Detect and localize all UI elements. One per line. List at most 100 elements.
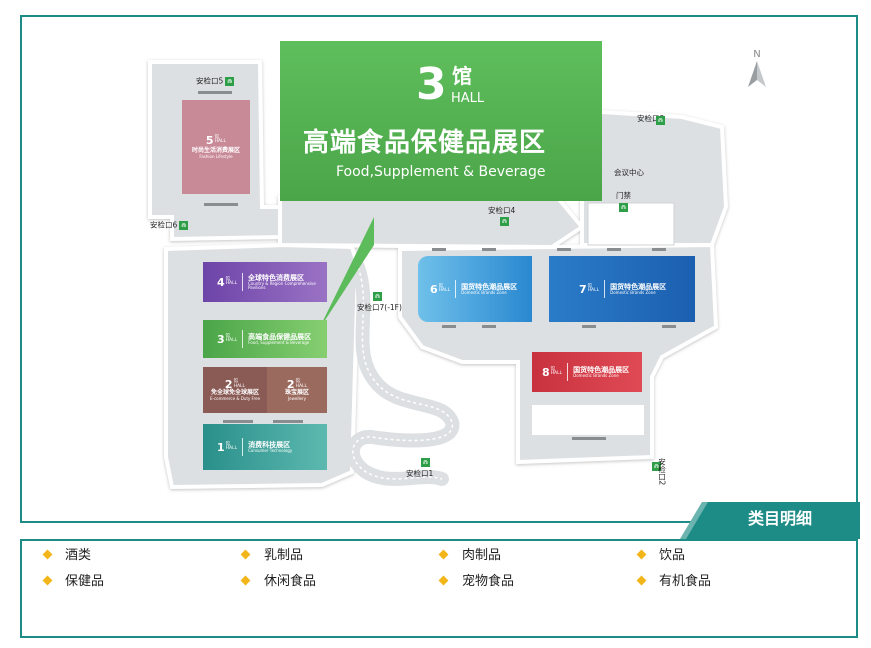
hall-3-name: 高端食品保健品展区 bbox=[248, 332, 312, 341]
hall-8-divider bbox=[567, 363, 569, 381]
hall-1-en: Consumer Technology bbox=[248, 448, 293, 454]
gate-4-text: 安检口4 bbox=[488, 206, 516, 215]
hall-8-hall: HALL bbox=[550, 371, 563, 376]
hall-6-divider bbox=[455, 280, 457, 298]
hall-2b-en: Jewellery bbox=[287, 395, 307, 401]
hall-3-guan: 馆 bbox=[225, 333, 231, 339]
category-item: 肉制品 bbox=[462, 548, 502, 563]
callout-hall-en: HALL bbox=[451, 91, 485, 106]
gate-6-text: 安检口6 bbox=[150, 220, 178, 230]
hall-5-en: Fashion Lifestyle bbox=[199, 154, 233, 160]
hall-8-en: Domestic Brands Zone bbox=[573, 373, 619, 379]
hall-4-en: Country & Region Comprehensive Pavilions bbox=[248, 281, 316, 291]
category-item: 保健品 bbox=[65, 574, 105, 589]
hall-3-number: 3 bbox=[217, 332, 225, 346]
hall-4-divider bbox=[242, 273, 244, 291]
hall-7-guan: 馆 bbox=[587, 283, 593, 289]
category-item: 酒类 bbox=[65, 548, 92, 563]
hall-1-name: 消费科技展区 bbox=[248, 440, 291, 449]
door-label: 门禁 bbox=[616, 191, 631, 200]
hall-1-guan: 馆 bbox=[225, 441, 231, 447]
meeting-center-label[interactable]: 会议中心 bbox=[614, 168, 644, 177]
gate-2-icon: ⋒ bbox=[652, 462, 661, 471]
hall-3-callout-bubble bbox=[280, 41, 602, 201]
hall-5[interactable]: 5 馆 HALL 时尚生活消费展区 Fashion Lifestyle bbox=[182, 100, 250, 194]
category-legend bbox=[20, 539, 858, 638]
gate-7-label[interactable]: 安检口7(-1F) bbox=[357, 303, 402, 312]
callout-hall-number: 3 bbox=[416, 59, 447, 110]
gate-icon: ⋒ bbox=[225, 77, 235, 86]
category-item: 乳制品 bbox=[264, 548, 304, 563]
gate-icon: ⋒ bbox=[179, 221, 189, 230]
gate-6-label[interactable]: 安检口6⋒ bbox=[150, 220, 189, 230]
hall-5-number: 5 bbox=[205, 133, 214, 147]
hall-6-guan: 馆 bbox=[438, 283, 444, 289]
hall-4-number: 4 bbox=[217, 275, 225, 289]
hall-2a-guan: 馆 bbox=[233, 379, 239, 385]
hall-7-hall: HALL bbox=[587, 288, 600, 293]
hall-8-name: 国货特色潮品展区 bbox=[573, 365, 630, 374]
hall-6-hall: HALL bbox=[438, 288, 451, 293]
hall-6-name: 国货特色潮品展区 bbox=[461, 282, 518, 291]
hall-2b-number: 2 bbox=[286, 378, 295, 392]
gate-1-icon: ⋒ bbox=[421, 458, 430, 467]
compass-label: N bbox=[753, 49, 760, 60]
gate-5-label[interactable]: 安检口5⋒ bbox=[196, 76, 235, 86]
door-icon: ⋒ bbox=[619, 203, 628, 212]
hall-7-name: 国货特色潮品展区 bbox=[610, 282, 667, 291]
callout-subtitle: Food,Supplement & Beverage bbox=[336, 164, 546, 180]
hall-6-en: Domestic Brands Zone bbox=[461, 290, 507, 296]
hall-2b-name: 珠宝展区 bbox=[284, 389, 309, 397]
hall-4-hall: HALL bbox=[225, 281, 238, 286]
hall-2b-guan: 馆 bbox=[295, 379, 301, 385]
category-item: 饮品 bbox=[659, 548, 686, 563]
gate-4-label[interactable]: 安检口4 bbox=[488, 207, 515, 215]
hall-2a-en: E-commerce & Duty Free bbox=[209, 395, 261, 401]
hall-1-divider bbox=[242, 438, 244, 456]
gate-5-text: 安检口5 bbox=[196, 76, 224, 86]
gate-3-label[interactable]: 安检口3 bbox=[637, 115, 664, 123]
hall-7-en: Domestic Brands Zone bbox=[610, 290, 656, 296]
compass-north-icon: N bbox=[748, 49, 766, 87]
hall-2a-name: 免全球免全球展区 bbox=[210, 389, 259, 397]
hall-5-hall: HALL bbox=[214, 139, 227, 145]
gate-1-label[interactable]: 安检口1 bbox=[406, 469, 434, 478]
hall-5-name: 时尚生活消费展区 bbox=[191, 146, 240, 154]
legend-title: 类目明细 bbox=[748, 509, 813, 528]
gate-3-icon: ⋒ bbox=[656, 116, 665, 125]
hall-4-guan: 馆 bbox=[225, 276, 231, 282]
hall-3-en: Food, Supplement & Beverage bbox=[248, 340, 310, 346]
callout-hall-guan: 馆 bbox=[452, 64, 472, 88]
gate-2-label[interactable]: 安检口2 bbox=[657, 458, 667, 486]
callout-title: 高端食品保健品展区 bbox=[303, 128, 547, 158]
hall-1-hall: HALL bbox=[225, 446, 238, 451]
hall-3-divider bbox=[242, 330, 244, 348]
category-item: 休闲食品 bbox=[264, 574, 317, 589]
hall-5-guan: 馆 bbox=[214, 134, 220, 140]
legend-tab bbox=[680, 502, 860, 539]
category-item: 宠物食品 bbox=[462, 574, 515, 589]
hall-8-number: 8 bbox=[542, 365, 550, 379]
category-item: 有机食品 bbox=[659, 574, 712, 589]
hall-1-number: 1 bbox=[217, 440, 225, 454]
hall-2a-number: 2 bbox=[224, 378, 233, 392]
hall-3-hall: HALL bbox=[225, 338, 238, 343]
hall-7-divider bbox=[604, 280, 606, 298]
hall-6-number: 6 bbox=[430, 282, 438, 296]
hall-2a-hall: HALL bbox=[233, 383, 246, 389]
hall-8-guan: 馆 bbox=[550, 366, 556, 372]
hall-4-name: 全球特色消费展区 bbox=[248, 273, 305, 282]
hall-2b-hall: HALL bbox=[295, 383, 308, 389]
gate-7-icon: ⋒ bbox=[373, 292, 382, 301]
hall-7-number: 7 bbox=[579, 282, 587, 296]
gate-3-text: 安检口3 bbox=[637, 114, 665, 123]
gate-4-icon: ⋒ bbox=[500, 217, 509, 226]
